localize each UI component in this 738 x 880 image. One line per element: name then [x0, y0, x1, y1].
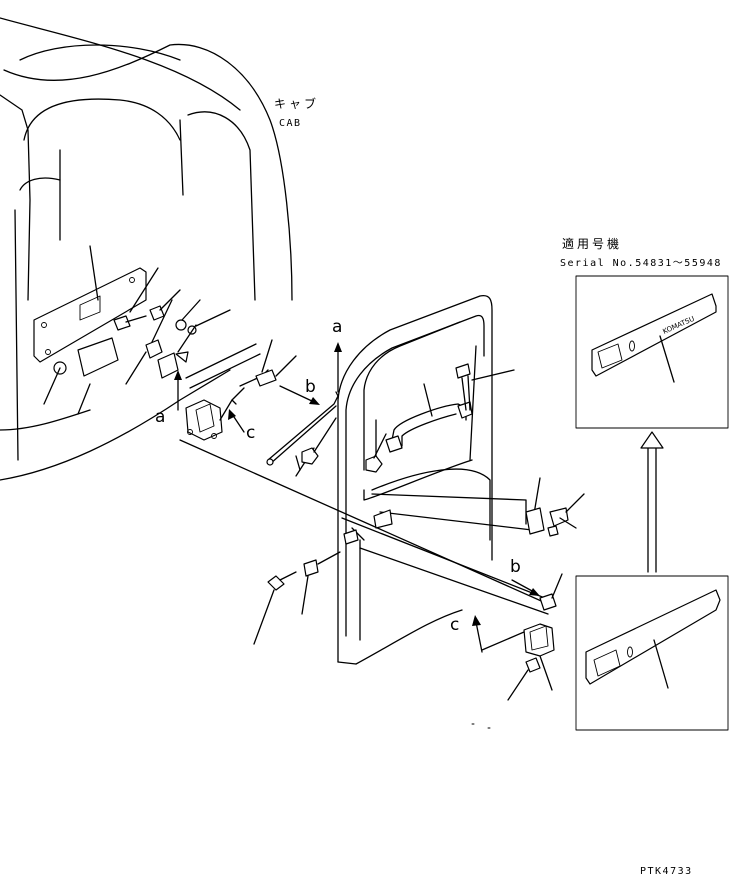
ref-dots	[471, 723, 491, 729]
callout-a-left: a	[155, 407, 165, 427]
inset-top	[575, 275, 729, 429]
arrow-up-left	[174, 370, 182, 411]
door-outline	[337, 294, 493, 665]
callout-c-bottom: c	[450, 615, 459, 635]
cab-hardware	[43, 289, 231, 415]
door-striker	[525, 493, 585, 537]
cab-door-plate	[33, 245, 159, 377]
callout-c-top: c	[246, 423, 255, 443]
callout-b-top: b	[305, 377, 316, 397]
door-bolt	[455, 363, 515, 411]
drawing-id: PTK4733	[640, 866, 693, 877]
arrow-b-lower	[511, 573, 563, 611]
door-latch-bar	[341, 477, 551, 615]
door-latch	[481, 623, 555, 701]
cab-label-en: CAB	[279, 118, 302, 129]
inset-bottom	[575, 575, 729, 731]
cab-lock-assembly	[185, 387, 245, 441]
door-nuts	[301, 417, 387, 473]
arrow-a-up	[334, 342, 342, 393]
cab-label-jp: キャブ	[274, 96, 319, 111]
applicable-label-jp: 適用号機	[562, 236, 622, 251]
serial-range-label: Serial No.54831〜55948	[560, 258, 722, 269]
lock-rod	[185, 339, 339, 466]
arrow-c-up-left	[228, 409, 245, 433]
inset-transition-arrow	[640, 431, 664, 573]
door-handle	[385, 383, 473, 453]
arrow-b-down-right	[279, 385, 320, 405]
lower-bolts	[253, 551, 341, 645]
callout-b-bottom: b	[510, 557, 521, 577]
callout-a-top: a	[332, 317, 342, 337]
cab-outline	[0, 17, 293, 481]
arrow-c-lower	[472, 615, 483, 653]
